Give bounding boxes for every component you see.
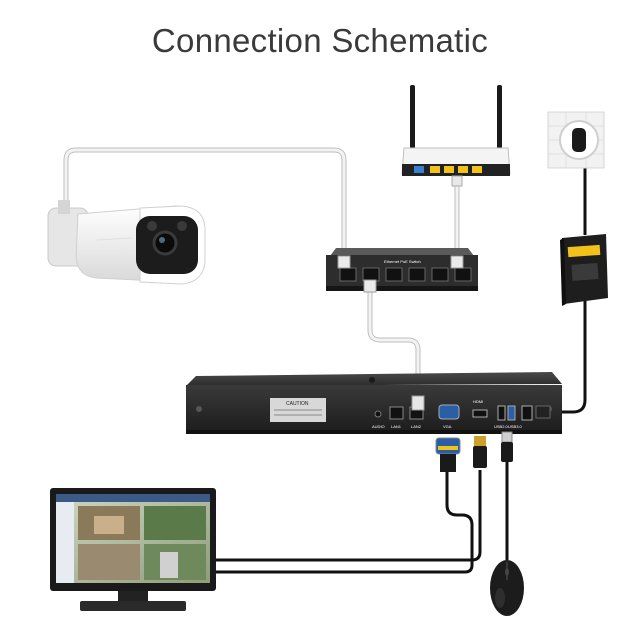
nvr-port-label: AUDIO [372,424,385,429]
bullet-camera [47,200,206,285]
nvr-port-label: LAN2 [411,424,422,429]
nvr-caution-label: CAUTION [286,401,309,407]
nvr-port-label: VGA [443,424,452,429]
nvr-port-label: HDMI [473,399,483,404]
ethernet-cable-nvr [367,288,421,400]
power-plug [535,405,551,419]
vga-cable [214,470,474,574]
switch-port [339,267,472,282]
nvr-recorder: CAUTION AUDIO LAN1 LAN2 VGA HDMI USB2.0 … [186,372,562,434]
ethernet-plug [411,395,425,411]
power-cable [548,160,587,414]
power-adapter [560,234,608,306]
usb-plug [501,431,513,462]
wall-socket [547,111,605,169]
wifi-router [401,85,511,187]
hdmi-cable [214,470,482,562]
hdmi-plug [473,436,487,468]
nvr-port-label: USB3.0 [508,424,523,429]
ethernet-cable-camera [63,147,347,261]
switch-panel-label: Ethernet PoE Switch [384,259,421,264]
nvr-port-label: LAN1 [391,424,402,429]
vga-plug [435,437,461,472]
nvr-port-label: USB2.0 [494,424,509,429]
mouse [490,560,524,616]
poe-switch: Ethernet PoE Switch [326,248,478,293]
monitor [50,488,216,611]
diagram-title: Connection Schematic [151,22,489,59]
